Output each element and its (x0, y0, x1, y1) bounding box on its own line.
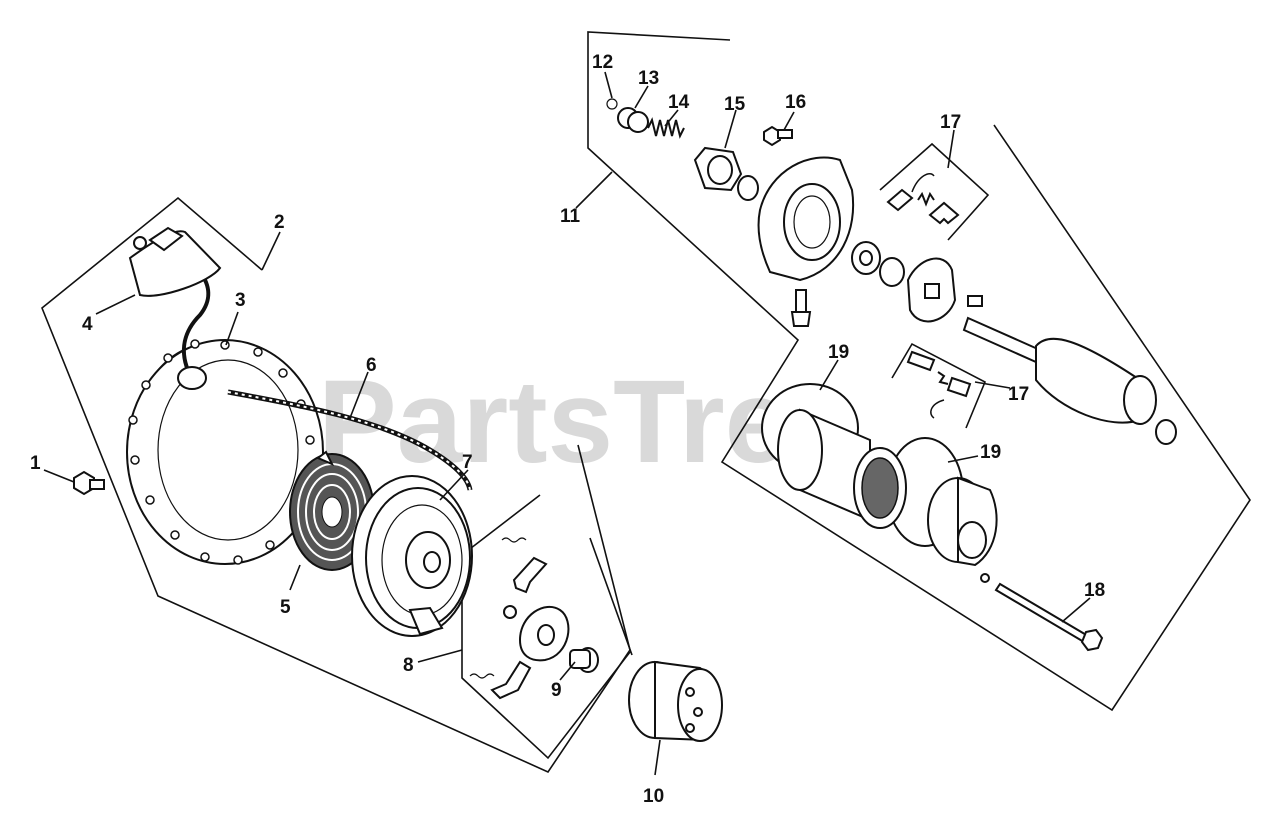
recoil-starter-group (41, 196, 633, 774)
callout-15: 15 (724, 94, 746, 115)
callout-19-bottom: 19 (980, 442, 1001, 463)
callout-8: 8 (403, 655, 414, 676)
callout-5: 5 (280, 597, 291, 618)
armature (962, 316, 1177, 445)
callout-labels: 1 2 3 4 5 6 7 8 9 10 11 12 13 14 15 16 1… (30, 52, 1105, 807)
yoke (777, 408, 907, 529)
rope-guide (177, 366, 207, 390)
callout-11: 11 (560, 206, 581, 227)
callout-12: 12 (592, 52, 613, 73)
handle-rope (181, 270, 211, 376)
callout-4: 4 (82, 314, 93, 335)
callout-14: 14 (668, 92, 690, 113)
pawl-set (469, 537, 570, 700)
callout-10: 10 (643, 786, 664, 807)
bearing (851, 241, 905, 287)
callout-7: 7 (462, 452, 473, 473)
bolt-1 (73, 470, 105, 496)
spring-14 (647, 117, 685, 139)
terminal-bolt (790, 289, 812, 327)
group-outline-pawls (461, 494, 631, 760)
leader-lines (43, 71, 1091, 776)
collar-13 (617, 107, 649, 133)
brush-plate (906, 257, 983, 323)
through-bolt-18 (980, 573, 1104, 652)
group-outline-brushes-top (879, 142, 990, 241)
bolt-16 (763, 125, 793, 147)
rear-cover (927, 476, 998, 567)
callout-18: 18 (1084, 580, 1105, 601)
group-outline-starter (587, 31, 1251, 712)
snap-ring-12 (606, 98, 618, 110)
callout-19-top: 19 (828, 342, 849, 363)
starter-cup (628, 660, 723, 742)
group-outline-brushes-bottom (891, 342, 987, 429)
callout-17-bottom: 17 (1008, 384, 1029, 405)
starter-housing (126, 339, 324, 565)
callout-16: 16 (785, 92, 806, 113)
pinion-gear-15 (693, 146, 759, 201)
callout-1: 1 (30, 453, 41, 474)
starter-pulley (351, 475, 473, 637)
front-housing (757, 156, 855, 282)
callout-2: 2 (274, 212, 285, 233)
group-outline-inner (589, 537, 633, 656)
callout-17-top: 17 (940, 112, 961, 133)
starter-handle (128, 226, 222, 297)
electric-starter-group (587, 31, 1251, 712)
callout-13: 13 (638, 68, 659, 89)
callout-6: 6 (366, 355, 377, 376)
screw-9 (569, 647, 599, 673)
callout-9: 9 (551, 680, 562, 701)
brush-set-bottom (906, 350, 972, 419)
starter-rope (227, 389, 473, 491)
brush-set-top (886, 172, 960, 225)
callout-3: 3 (235, 290, 246, 311)
